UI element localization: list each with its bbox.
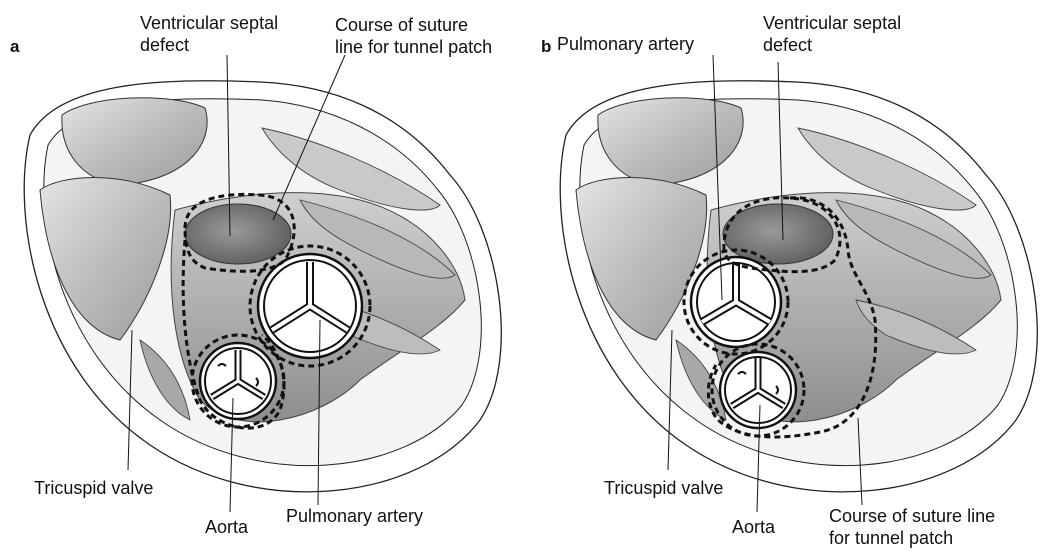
label-pulmonary-b: Pulmonary artery [557, 33, 694, 55]
label-vsd-a: Ventricular septal defect [140, 12, 278, 56]
label-tricuspid-b: Tricuspid valve [604, 477, 723, 499]
vsd-a [185, 204, 291, 264]
label-tricuspid-a: Tricuspid valve [34, 477, 153, 499]
label-aorta-a: Aorta [205, 516, 248, 538]
label-pulmonary-a: Pulmonary artery [286, 505, 423, 527]
label-aorta-b: Aorta [732, 516, 775, 538]
label-suture-a: Course of suture line for tunnel patch [335, 14, 492, 58]
panel-letter-a: a [10, 37, 19, 57]
panel-b-drawing [560, 55, 1037, 512]
panel-letter-b: b [541, 37, 551, 57]
label-vsd-b: Ventricular septal defect [763, 12, 901, 56]
panel-a-drawing [24, 55, 501, 512]
label-suture-b: Course of suture line for tunnel patch [829, 505, 995, 549]
